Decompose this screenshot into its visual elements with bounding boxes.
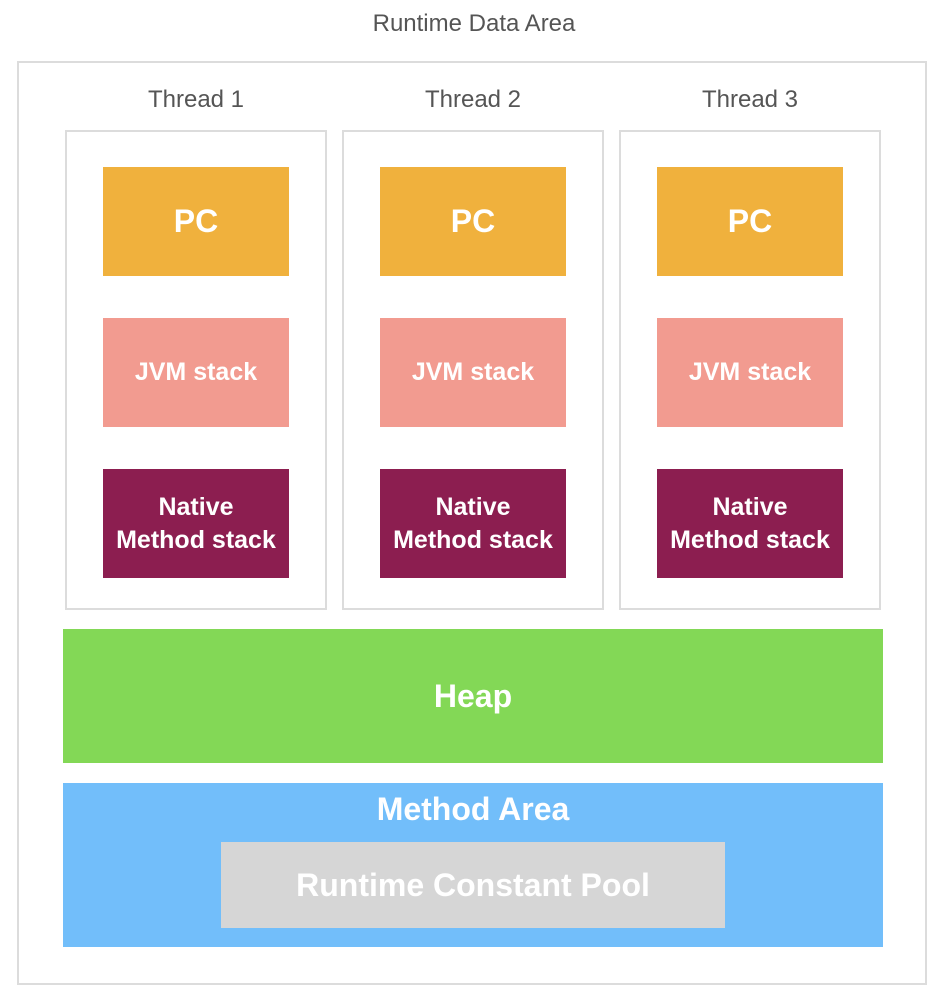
- method-area-block: Method Area Runtime Constant Pool: [63, 783, 883, 947]
- diagram-title: Runtime Data Area: [372, 10, 576, 37]
- thread-1-native-method-stack: Native Method stack: [103, 469, 289, 578]
- native-line-1: Native: [435, 492, 511, 521]
- thread-2-native-method-stack: Native Method stack: [380, 469, 566, 578]
- thread-1-jvm-stack: JVM stack: [103, 318, 289, 427]
- runtime-constant-pool-block: Runtime Constant Pool: [221, 842, 725, 928]
- thread-2-box: [342, 130, 604, 610]
- native-line-2: Method stack: [116, 525, 276, 554]
- native-line-1: Native: [712, 492, 788, 521]
- thread-2-jvm-stack: JVM stack: [380, 318, 566, 427]
- thread-3-jvm-stack: JVM stack: [657, 318, 843, 427]
- native-line-2: Method stack: [393, 525, 553, 554]
- native-line-2: Method stack: [670, 525, 830, 554]
- thread-1-label: Thread 1: [147, 86, 245, 113]
- runtime-data-area-box: [17, 61, 927, 985]
- heap-block: Heap: [63, 629, 883, 763]
- thread-1-box: [65, 130, 327, 610]
- thread-2-label: Thread 2: [424, 86, 522, 113]
- thread-1-pc: PC: [103, 167, 289, 276]
- thread-3-pc: PC: [657, 167, 843, 276]
- thread-2-pc: PC: [380, 167, 566, 276]
- thread-3-box: [619, 130, 881, 610]
- thread-3-label: Thread 3: [701, 86, 799, 113]
- method-area-title: Method Area: [376, 791, 570, 827]
- native-line-1: Native: [158, 492, 234, 521]
- thread-3-native-method-stack: Native Method stack: [657, 469, 843, 578]
